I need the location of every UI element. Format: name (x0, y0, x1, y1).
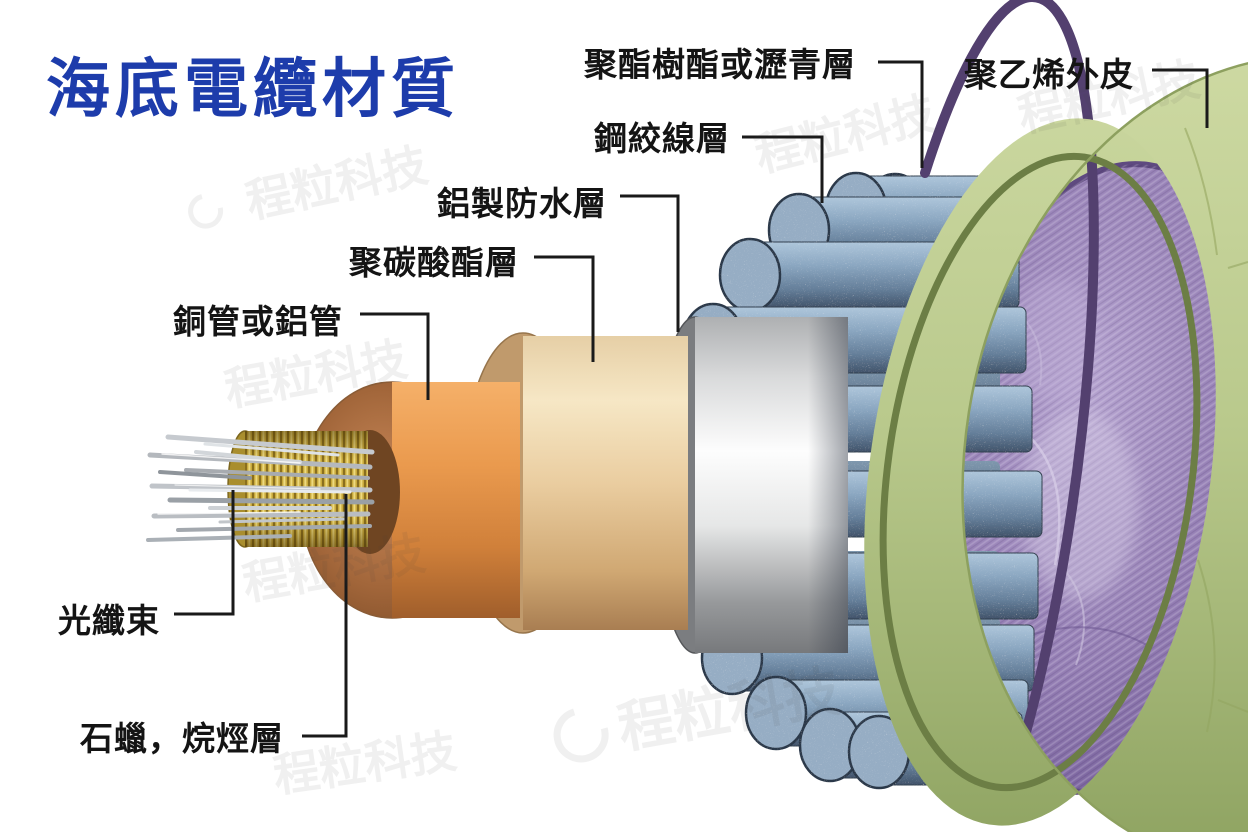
leader-steel-strand-layer (742, 135, 824, 203)
leader-polyester-or-asphalt-layer (878, 60, 924, 168)
asphalt-front-rim (920, 0, 1099, 788)
leader-aluminum-waterproof-layer (620, 194, 680, 332)
leader-polycarbonate-layer (534, 255, 595, 362)
watermark-text: 程粒科技 (241, 139, 432, 228)
label-polyethylene-jacket: 聚乙烯外皮 (964, 56, 1134, 93)
leader-lines (174, 60, 1209, 738)
watermark-text: 程粒科技 (270, 725, 459, 802)
label-polycarbonate-layer: 聚碳酸酯層 (349, 244, 519, 281)
label-paraffin-alkane-layer: 石蠟，烷烴層 (80, 720, 284, 757)
label-polyester-or-asphalt-layer: 聚酯樹酯或瀝青層 (584, 46, 856, 83)
label-aluminum-waterproof-layer: 鋁製防水層 (437, 185, 607, 222)
label-copper-or-aluminum-tube: 銅管或鋁管 (173, 303, 343, 340)
leader-copper-or-aluminum-tube (360, 312, 430, 400)
leader-paraffin-alkane-layer (302, 494, 348, 738)
page-title: 海底電纜材質 (46, 53, 460, 125)
leader-optical-fiber-bundle (174, 490, 235, 616)
pe-jacket-face-graphic (864, 54, 1248, 832)
label-optical-fiber-bundle: 光纖束 (58, 602, 160, 639)
fiber-bundle-graphic (146, 434, 375, 542)
leader-polyethylene-jacket (1152, 68, 1209, 128)
watermark-text: 程粒科技 (750, 87, 941, 182)
label-steel-strand-layer: 鋼絞線層 (594, 120, 730, 157)
watermark-logo-icon (188, 193, 224, 229)
watermark-logo-icon (553, 707, 609, 763)
